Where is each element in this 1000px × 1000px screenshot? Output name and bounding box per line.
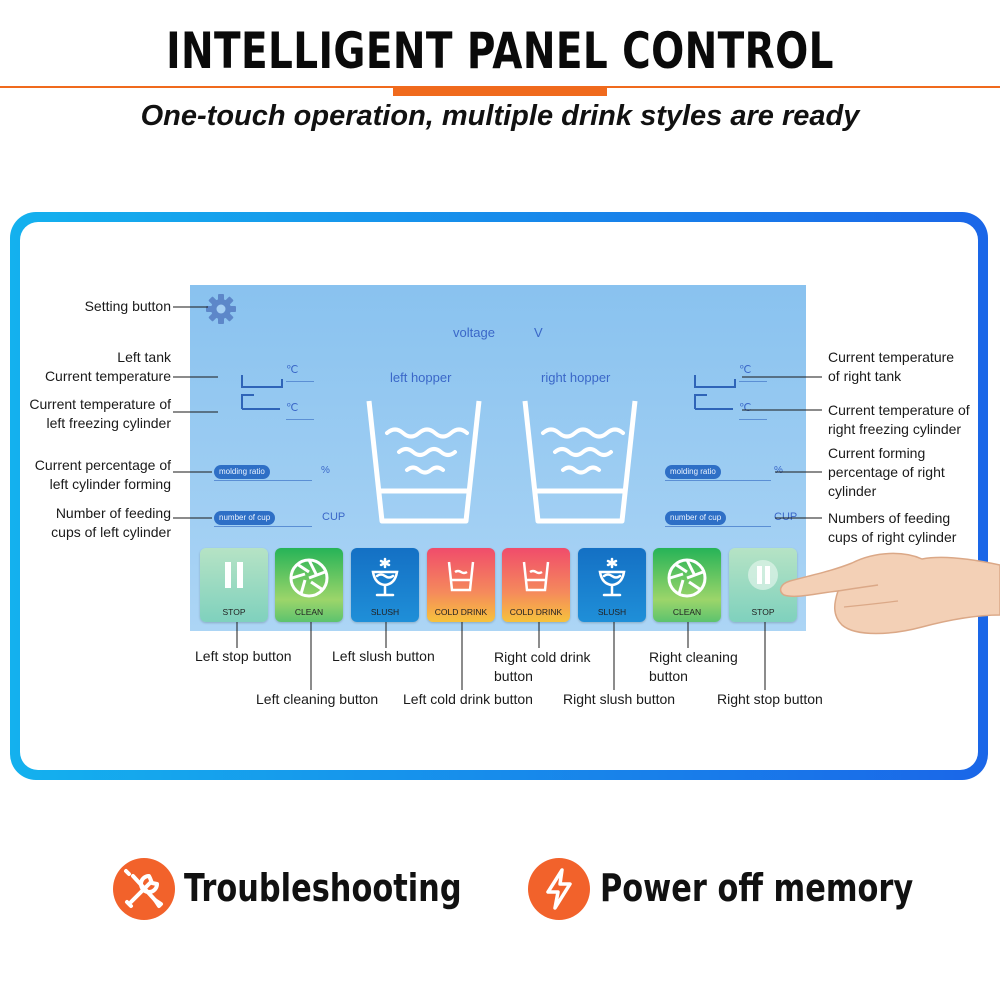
title-divider-accent (393, 86, 607, 96)
right-slush-button[interactable]: SLUSH (578, 548, 646, 622)
right-freeze-temp-unit: ℃ (739, 402, 752, 414)
right-hopper-label: right hopper (541, 370, 611, 385)
left-slush-button[interactable]: SLUSH (351, 548, 419, 622)
right-stop-annotation: Right stop button (717, 691, 823, 707)
right-hopper-icon (522, 400, 638, 524)
left-stop-button-label: STOP (222, 607, 246, 617)
left-cup-count-badge: number of cup (214, 511, 276, 525)
left-stop-button[interactable]: STOP (200, 548, 268, 622)
left-molding-ratio-badge: molding ratio (214, 465, 270, 479)
left-hopper-label: left hopper (390, 370, 452, 385)
left-slush-annotation: Left slush button (332, 648, 435, 664)
right-slush-annotation: Right slush button (563, 691, 676, 707)
left-tank-annotation-line2: Current temperature (44, 368, 171, 384)
page-title: INTELLIGENT PANEL CONTROL (166, 22, 834, 80)
right-clean-annotation-line2: button (649, 668, 688, 684)
power-off-memory-label: Power off memory (600, 866, 914, 910)
right-stop-button-label: STOP (751, 607, 775, 617)
troubleshooting-label: Troubleshooting (184, 866, 462, 910)
left-clean-annotation: Left cleaning button (256, 691, 379, 707)
left-tank-annotation-line1: Left tank (117, 349, 171, 365)
right-cold-drink-button[interactable]: COLD DRINK (502, 548, 570, 622)
right-clean-annotation-line1: Right cleaning (649, 649, 738, 665)
power-off-memory-badge (528, 858, 590, 920)
pause-icon (748, 560, 778, 590)
left-freezing-annotation-line1: Current temperature of (29, 396, 171, 412)
left-cold-drink-button-label: COLD DRINK (434, 607, 488, 617)
troubleshooting-badge (113, 858, 175, 920)
right-forming-annotation-line3: cylinder (828, 483, 877, 499)
right-tank-temp-unit: ℃ (739, 364, 752, 376)
cup-icon (522, 561, 550, 592)
right-clean-button-label: CLEAN (672, 607, 702, 617)
aperture-icon (667, 558, 707, 598)
right-clean-button[interactable]: CLEAN (653, 548, 721, 622)
left-forming-annotation-line1: Current percentage of (34, 457, 171, 473)
right-freezing-annotation-line2: right freezing cylinder (828, 421, 962, 437)
right-forming-annotation-line1: Current forming (828, 445, 926, 461)
left-cup-unit: CUP (322, 511, 346, 523)
pointing-hand-icon (779, 552, 1000, 635)
right-tank-annotation-line1: Current temperature (828, 349, 955, 365)
right-freezing-annotation-line1: Current temperature of (828, 402, 970, 418)
setting-button-annotation: Setting button (84, 298, 171, 314)
aperture-icon (289, 558, 329, 598)
left-forming-annotation-line2: left cylinder forming (49, 476, 171, 492)
slush-glass-icon (371, 557, 399, 597)
left-molding-percent-unit: % (321, 465, 330, 476)
left-tank-temp-unit: ℃ (286, 364, 299, 376)
right-cups-annotation-line1: Numbers of feeding (828, 510, 951, 526)
right-cups-annotation-line2: cups of right cylinder (828, 529, 957, 545)
left-hopper-icon (366, 400, 482, 524)
voltage-label: voltage (453, 325, 495, 340)
voltage-unit: V (534, 325, 543, 340)
left-slush-button-label: SLUSH (370, 607, 400, 617)
pause-icon (225, 562, 243, 588)
right-molding-percent-unit: % (774, 465, 783, 476)
right-cup-unit: CUP (774, 511, 798, 523)
slush-glass-icon (598, 557, 626, 597)
left-cold-annotation: Left cold drink button (403, 691, 533, 707)
left-clean-button[interactable]: CLEAN (275, 548, 343, 622)
left-cups-annotation-line2: cups of left cylinder (51, 524, 171, 540)
right-cold-annotation-line1: Right cold drink (494, 649, 591, 665)
right-tank-diagram (694, 375, 736, 410)
cup-icon (447, 561, 475, 592)
right-forming-annotation-line2: percentage of right (828, 464, 945, 480)
left-freeze-temp-unit: ℃ (286, 402, 299, 414)
right-slush-button-label: SLUSH (597, 607, 627, 617)
left-stop-annotation: Left stop button (195, 648, 292, 664)
right-cold-drink-button-label: COLD DRINK (509, 607, 563, 617)
right-molding-ratio-badge: molding ratio (665, 465, 721, 479)
left-cold-drink-button[interactable]: COLD DRINK (427, 548, 495, 622)
left-clean-button-label: CLEAN (294, 607, 324, 617)
left-cups-annotation-line1: Number of feeding (55, 505, 171, 521)
right-tank-annotation-line2: of right tank (828, 368, 902, 384)
lightning-bolt-icon (546, 868, 572, 910)
page-subtitle: One-touch operation, multiple drink styl… (140, 100, 860, 132)
left-freezing-annotation-line2: left freezing cylinder (46, 415, 171, 431)
right-cold-annotation-line2: button (494, 668, 533, 684)
wrench-screwdriver-icon (124, 869, 163, 908)
left-tank-diagram (241, 375, 283, 410)
right-cup-count-badge: number of cup (665, 511, 727, 525)
gear-icon[interactable] (204, 292, 238, 326)
right-stop-button[interactable]: STOP (729, 548, 797, 622)
